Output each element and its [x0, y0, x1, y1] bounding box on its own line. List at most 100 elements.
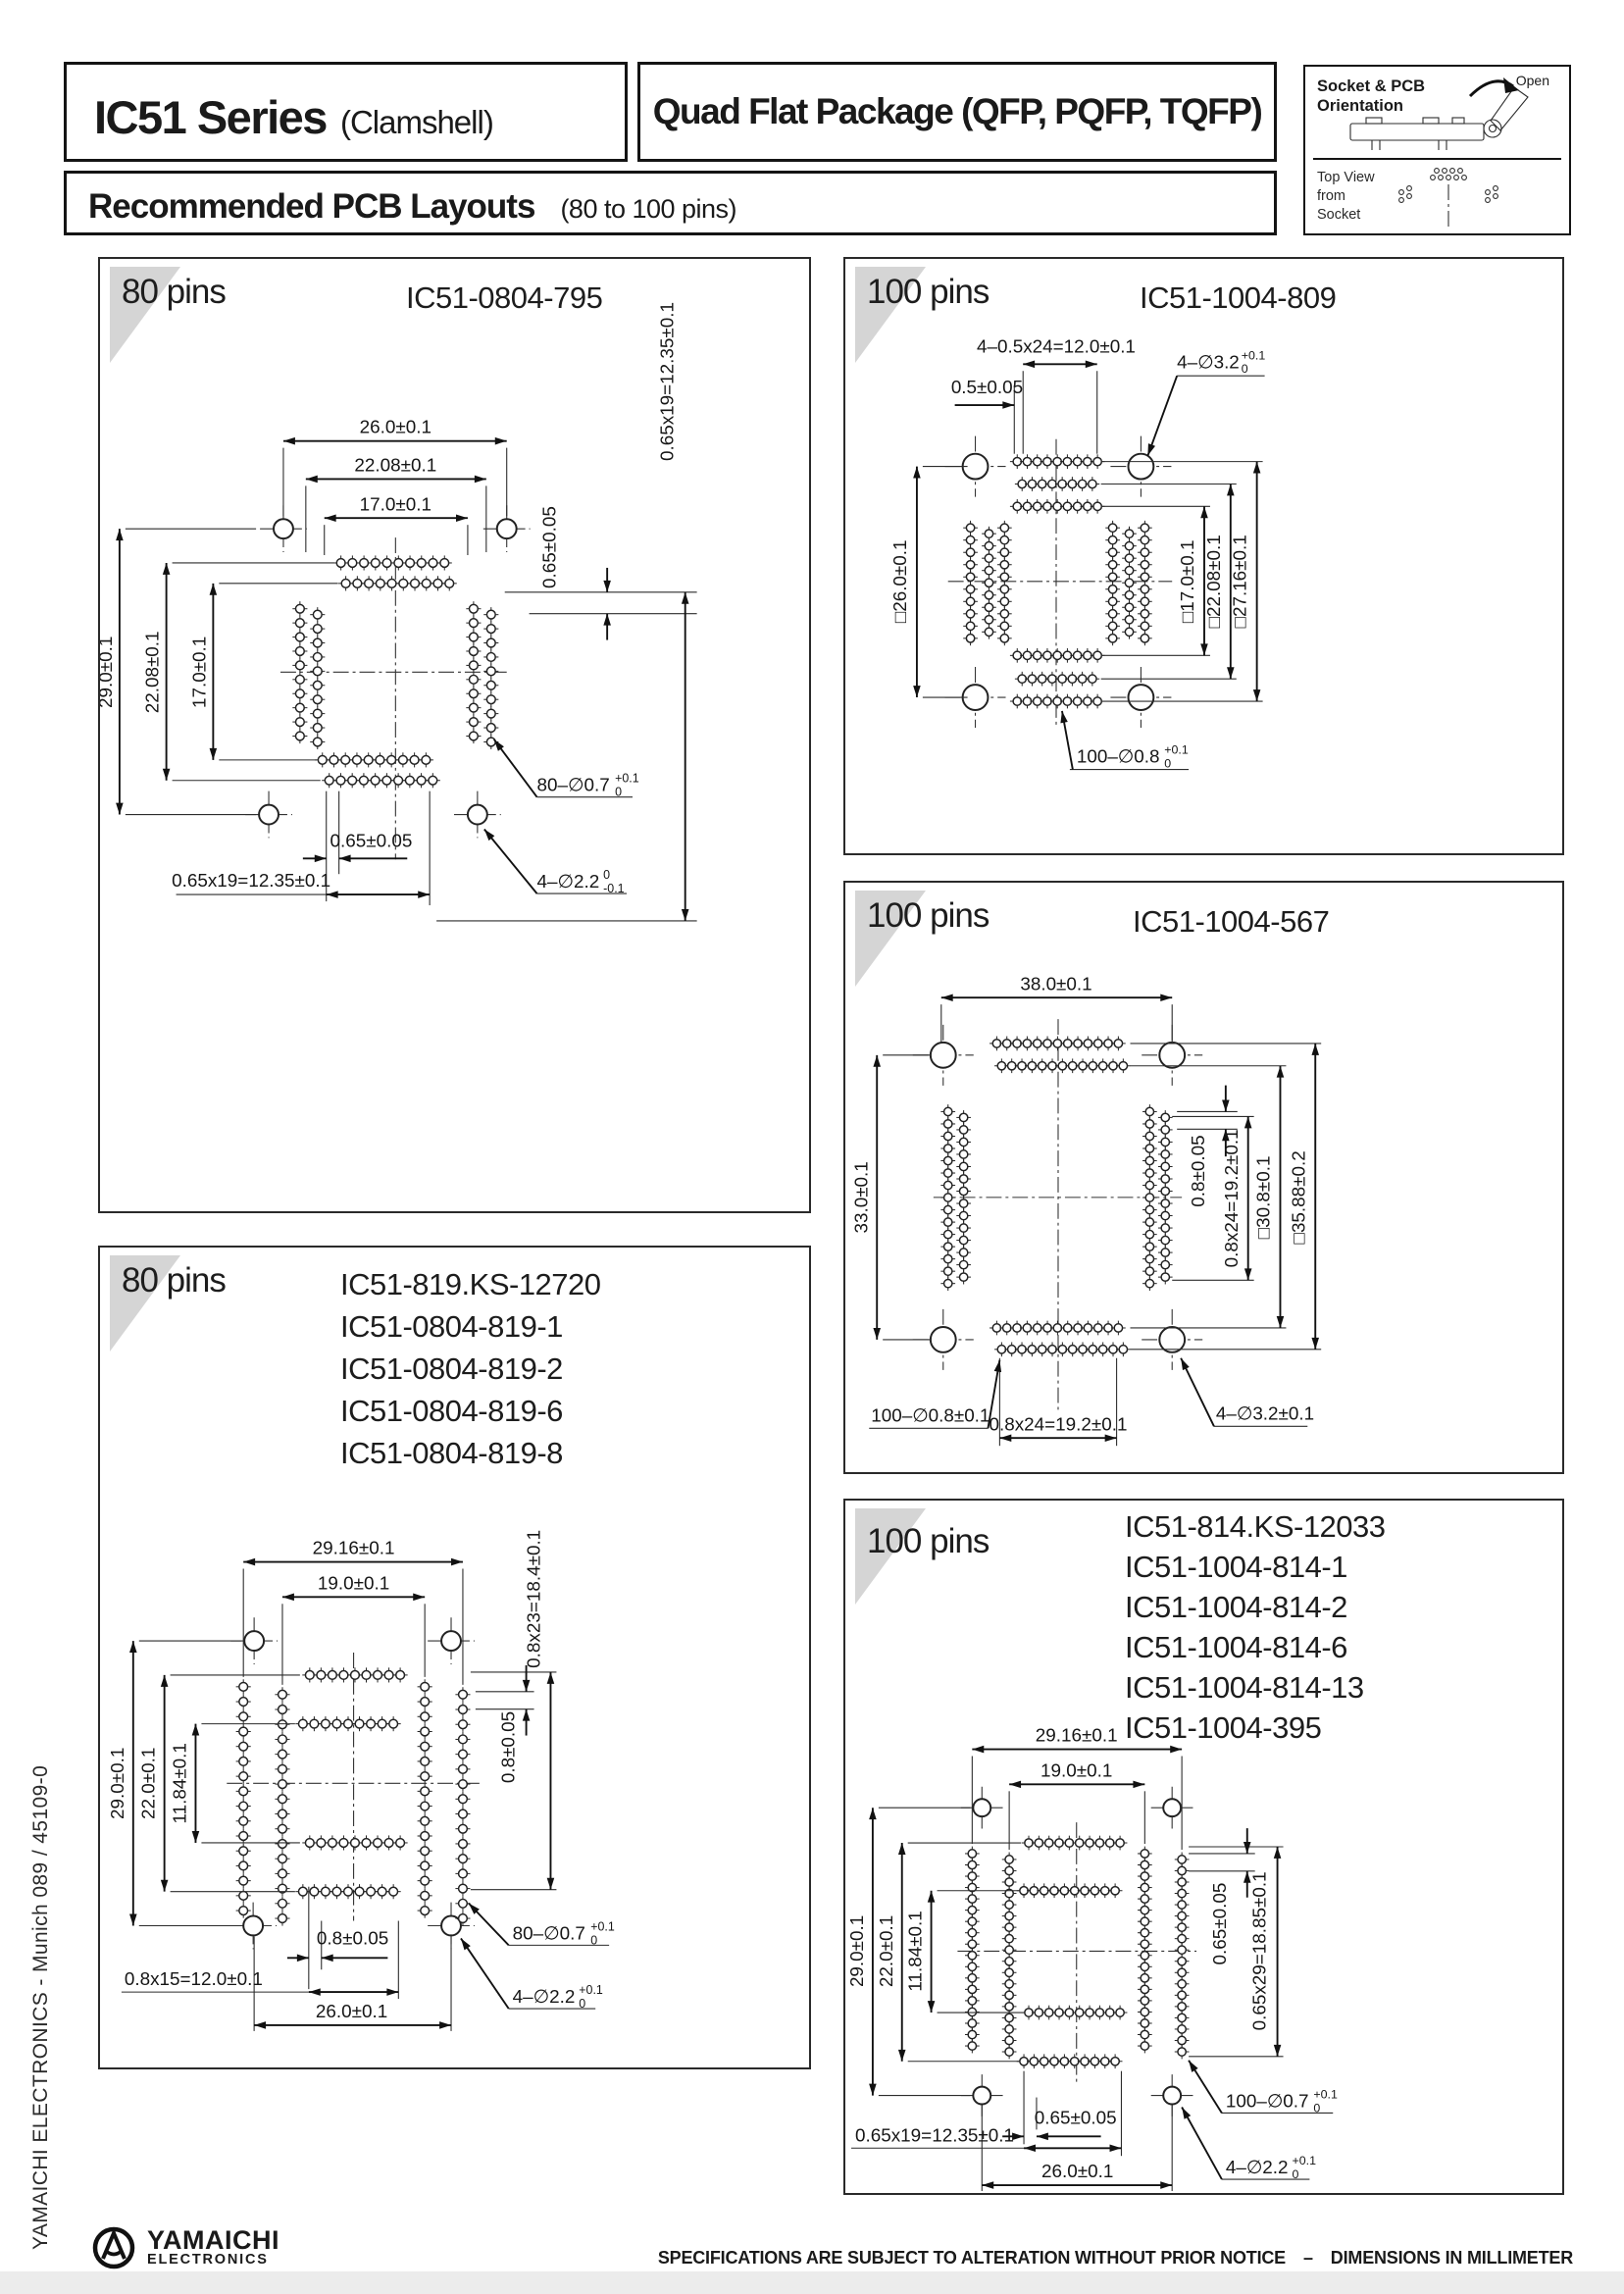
orientation-box: Socket & PCB Orientation Open [1303, 65, 1571, 235]
pad-array [1137, 1846, 1152, 2054]
holes-count-label: 4–∅2.2 +0.1 0 [1226, 2154, 1316, 2181]
pad [1144, 1180, 1155, 1191]
dim-arrowhead [129, 1641, 137, 1654]
pad [1144, 1266, 1155, 1277]
pad [958, 1174, 969, 1184]
pad [1059, 1885, 1070, 1896]
pad-array [1001, 1852, 1017, 2060]
pad [1140, 1871, 1150, 1881]
pad [349, 1837, 361, 1849]
pad [365, 1886, 377, 1897]
pad [1092, 456, 1103, 467]
pad [320, 1886, 331, 1897]
leader-line [603, 613, 611, 640]
pad [1140, 1962, 1150, 1972]
pad [238, 1890, 249, 1901]
svg-text:0: 0 [603, 868, 610, 882]
dim-label: 0.65x19=12.35±0.1 [172, 871, 330, 892]
pad [485, 651, 496, 663]
dim-label: 26.0±0.1 [1041, 2162, 1113, 2182]
panel-ic51-1004-814: 100 pins IC51-814.KS-12033 IC51-1004-814… [843, 1499, 1564, 2195]
pad [1067, 1060, 1078, 1071]
pad [238, 1681, 249, 1692]
pad [1085, 2008, 1094, 2017]
pad [457, 1794, 469, 1805]
pad [386, 578, 397, 588]
pad [1144, 1217, 1155, 1228]
pad [958, 1125, 969, 1135]
pad [351, 754, 363, 765]
pad [967, 2007, 978, 2017]
dim-arrowhead [1170, 1745, 1183, 1754]
dim-arrowhead [1311, 1043, 1320, 1055]
dim-arrowhead [913, 466, 921, 479]
dim-arrowhead [1222, 1099, 1230, 1112]
part-number: IC51-0804-819-6 [340, 1394, 563, 1428]
pad [457, 1719, 469, 1730]
pad [1039, 2056, 1049, 2066]
pad [468, 716, 480, 728]
pad [1160, 1272, 1171, 1283]
pad [381, 775, 392, 786]
alignment-hole [454, 790, 501, 839]
pad [967, 2041, 978, 2051]
pad [1140, 1894, 1150, 1905]
part-number: IC51-1004-814-2 [1125, 1590, 1347, 1624]
panel-part-number: IC51-0804-795 [406, 280, 603, 315]
dim-arrowhead [494, 436, 507, 445]
pad [999, 608, 1010, 619]
pad [984, 602, 994, 613]
pad [1019, 1885, 1029, 1896]
pad [420, 1726, 431, 1737]
pad [1160, 1235, 1171, 1246]
pad [421, 754, 431, 765]
dimension-line [999, 1434, 1117, 1443]
pad-array [315, 752, 433, 768]
pad [1140, 633, 1150, 643]
pad [294, 688, 305, 699]
pad-array [275, 1687, 290, 1926]
pad [1032, 1323, 1042, 1333]
pad [377, 1718, 387, 1729]
series-title-box: IC51 Series (Clamshell) [64, 62, 628, 162]
pad [277, 1763, 288, 1774]
pad [1042, 1038, 1052, 1048]
pad [1140, 2018, 1150, 2028]
leader-line [483, 828, 538, 894]
leader-path [1146, 375, 1179, 456]
pad [1078, 1060, 1088, 1071]
pad [1140, 1927, 1150, 1938]
pad-array [990, 1036, 1126, 1051]
pad-array [333, 555, 452, 571]
dimension-line [1276, 1065, 1285, 1328]
pad [1107, 572, 1118, 583]
pad [942, 1180, 953, 1191]
dimension-line [681, 591, 689, 921]
pad [958, 1112, 969, 1123]
dimension-line [1200, 506, 1208, 656]
dim-arrowhead [1227, 484, 1235, 496]
pad [320, 1718, 331, 1729]
part-number: IC51-0804-819-1 [340, 1309, 563, 1344]
pad [420, 1711, 431, 1722]
pad-array [996, 520, 1012, 646]
pad [1177, 1865, 1188, 1876]
pad [1004, 1900, 1015, 1910]
pad-array [302, 1667, 408, 1683]
pad [1034, 2008, 1044, 2017]
dim-arrowhead [1181, 1357, 1190, 1371]
pad [468, 645, 480, 657]
svg-text:80–∅0.7: 80–∅0.7 [537, 776, 610, 796]
leader-path [493, 739, 538, 798]
pad [984, 529, 994, 539]
pad [485, 623, 496, 635]
pad [1022, 1038, 1033, 1048]
dim-arrowhead [468, 1903, 480, 1914]
pad [1144, 1106, 1155, 1117]
dim-arrowhead [418, 891, 431, 898]
pad [1140, 559, 1150, 570]
dimension-line [324, 514, 468, 523]
dim-arrowhead [460, 1938, 471, 1951]
alignment-hole [1142, 1308, 1203, 1370]
